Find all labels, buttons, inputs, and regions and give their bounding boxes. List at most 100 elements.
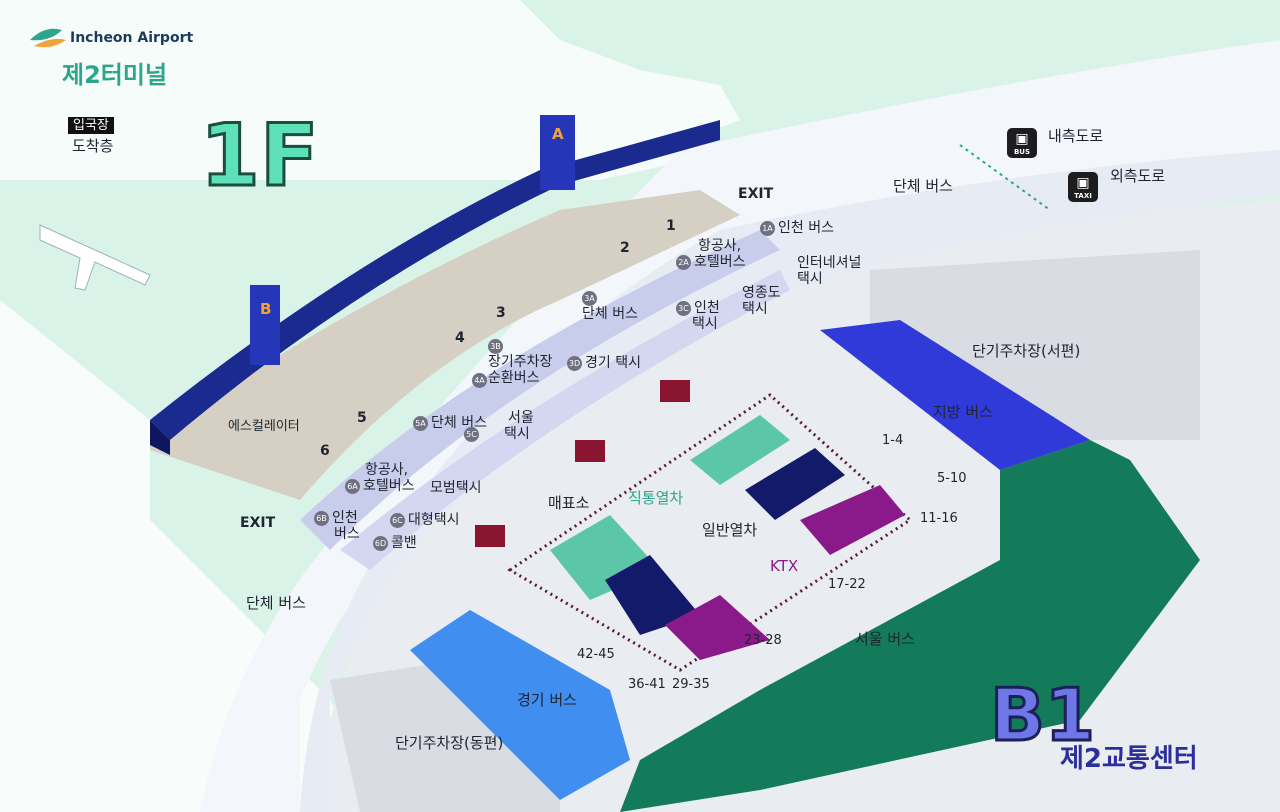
stop-text: 장기주차장 <box>488 354 553 371</box>
arrival-tag-text: 입국장 <box>68 117 114 134</box>
ticket-office-label: 매표소 <box>548 494 590 512</box>
stop-4a: 4A <box>472 372 490 388</box>
stop-code-badge: 3C <box>676 300 691 316</box>
ktx-stair-2 <box>665 595 770 660</box>
stop-code-badge: 5A <box>413 415 428 431</box>
stop-text: 항공사, <box>698 238 742 254</box>
escalator-label: 에스컬레이터 <box>228 419 300 434</box>
bay-number: 42-45 <box>577 647 615 662</box>
station-boundary <box>507 393 913 672</box>
bay-number: 17-22 <box>828 577 866 592</box>
airplane-icon <box>39 224 151 291</box>
group-bus-top: 단체 버스 <box>893 177 953 195</box>
inner-road <box>300 150 1280 812</box>
exit-number: 6 <box>320 443 330 459</box>
stop-code-badge: 1A <box>760 220 775 236</box>
bay-number: 23-28 <box>744 633 782 648</box>
taxi-icon-text: TAXI <box>1074 192 1092 200</box>
exit-number: 2 <box>620 240 630 256</box>
stop-code-badge: 5C <box>464 426 479 442</box>
stop-text: 인천 <box>332 510 358 526</box>
stop-text: 인천 <box>694 300 720 316</box>
stop-text: 순환버스 <box>488 370 540 387</box>
exit-number: 5 <box>357 410 367 426</box>
stop-text: 버스 <box>334 526 360 543</box>
stop-text: 호텔버스 <box>363 478 415 495</box>
regular-train-stair-2 <box>605 555 700 635</box>
terminal-wall <box>150 120 720 440</box>
stop-text: 서울 <box>508 410 534 426</box>
seoul-bus-bay <box>620 440 1200 812</box>
bay-number: 29-35 <box>672 677 710 692</box>
stop-text: 인천 버스 <box>778 220 834 236</box>
stop-text: 호텔버스 <box>694 254 746 271</box>
floor-1f-mark: 1F <box>200 106 319 206</box>
parking-east-label: 단기주차장(동편) <box>395 734 504 752</box>
gyeonggi-bus-bay <box>410 610 630 800</box>
gate-a-tower <box>540 115 575 190</box>
stair-red-3 <box>475 525 505 547</box>
group-bus-bottom: 단체 버스 <box>246 594 306 612</box>
express-train-stair-1 <box>690 415 790 485</box>
stop-code-badge: 2A <box>676 254 691 270</box>
gate-b-label: B <box>260 300 272 318</box>
outer-road <box>200 40 1280 812</box>
ktx-stair-1 <box>800 485 905 555</box>
stop-code-badge: 6A <box>345 478 360 494</box>
gate-a-label: A <box>552 125 564 143</box>
stop-code-badge: 4A <box>472 372 487 388</box>
exit-number: 3 <box>496 305 506 321</box>
arrival-tag: 입국장 <box>68 115 114 134</box>
stop-text: 대형택시 <box>408 512 460 528</box>
exit-label-left: EXIT <box>240 515 276 531</box>
outer-road-label: 외측도로 <box>1110 167 1166 185</box>
regional-bus-bay <box>820 320 1090 470</box>
stop-text: 영종도 <box>742 285 781 301</box>
stop-code-badge: 3D <box>567 355 582 371</box>
stop-text: 택시 <box>797 271 823 288</box>
stop-code-badge: 6D <box>373 535 388 551</box>
stop-text: 택시 <box>742 301 768 318</box>
parking-west-label: 단기주차장(서편) <box>972 342 1081 360</box>
stop-deluxe-taxi: 모범택시 <box>430 480 482 496</box>
terminal-title: 제2터미널 <box>62 61 168 89</box>
arrival-subtitle: 도착층 <box>72 137 114 155</box>
stop-code-badge: 6C <box>390 512 405 528</box>
bay-number: 1-4 <box>882 433 904 448</box>
bay-number: 36-41 <box>628 677 666 692</box>
floor-b1-mark: B1 <box>990 673 1095 757</box>
stop-text: 경기 택시 <box>585 355 641 371</box>
stop-text: 항공사, <box>365 462 409 478</box>
stop-code-badge: 6B <box>314 510 329 526</box>
regular-train-label: 일반열차 <box>702 521 758 539</box>
parking-west-lot <box>870 250 1200 440</box>
stop-text: 콜밴 <box>391 535 417 551</box>
stop-text: 택시 <box>692 316 718 333</box>
b1-title: 제2교통센터 <box>1060 744 1198 774</box>
curb-lane-1 <box>300 230 780 550</box>
stop-code-badge: 3B <box>488 338 503 354</box>
gate-b-tower <box>250 285 280 365</box>
exit-label-right: EXIT <box>738 186 774 202</box>
road-arrow <box>959 144 1051 211</box>
bay-number: 11-16 <box>920 511 958 526</box>
exit-number: 1 <box>666 218 676 234</box>
exit-number: 4 <box>455 330 465 346</box>
seoul-bus-label: 서울 버스 <box>855 630 915 648</box>
stair-red-2 <box>575 440 605 462</box>
stop-code-badge: 3A <box>582 290 597 306</box>
regional-bus-label: 지방 버스 <box>933 403 993 421</box>
